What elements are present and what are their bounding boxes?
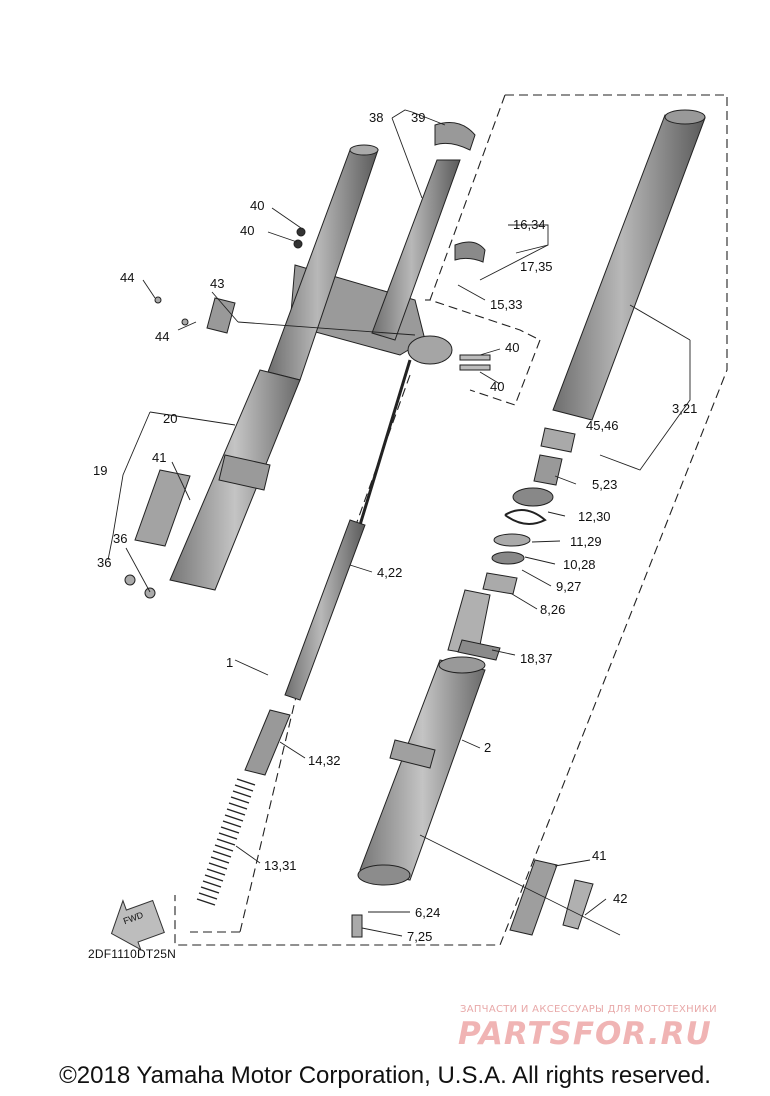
callout-20: 20 xyxy=(163,411,178,426)
callout-40: 40 xyxy=(490,379,505,394)
callout-44: 44 xyxy=(120,270,135,285)
inner-tube-body-part xyxy=(357,656,486,886)
callout-36: 36 xyxy=(113,531,128,546)
seal-parts xyxy=(447,427,576,661)
callout-39: 39 xyxy=(411,110,426,125)
callout-10-28: 10,28 xyxy=(563,557,596,572)
callout-5-23: 5,23 xyxy=(592,477,618,492)
callout-45-46: 45,46 xyxy=(586,418,619,433)
callout-41: 41 xyxy=(592,848,607,863)
watermark-tagline: ЗАПЧАСТИ И АКСЕССУАРЫ ДЛЯ МОТОТЕХНИКИ xyxy=(460,1004,717,1015)
callout-43: 43 xyxy=(210,276,225,291)
callout-9-27: 9,27 xyxy=(556,579,582,594)
callout-11-29: 11,29 xyxy=(570,534,602,549)
callout-3-21: 3,21 xyxy=(672,401,698,416)
callout-16-34: 16,34 xyxy=(513,217,546,232)
callout-41: 41 xyxy=(152,450,167,465)
callout-44: 44 xyxy=(155,329,170,344)
callout-6-24: 6,24 xyxy=(415,905,441,920)
outer-tube-part xyxy=(552,109,706,421)
callout-14-32: 14,32 xyxy=(308,753,341,768)
callout-40: 40 xyxy=(250,198,265,213)
callout-15-33: 15,33 xyxy=(490,297,523,312)
callout-42: 42 xyxy=(613,891,628,906)
fork-spring-part xyxy=(196,778,256,906)
leader-lines xyxy=(107,109,691,937)
callout-17-35: 17,35 xyxy=(520,259,553,274)
callout-13-31: 13,31 xyxy=(264,858,297,873)
diagram-code: 2DF1110DT25N xyxy=(88,947,176,961)
copyright-notice: ©2018 Yamaha Motor Corporation, U.S.A. A… xyxy=(59,1062,711,1089)
callout-19: 19 xyxy=(93,463,108,478)
callout-4-22: 4,22 xyxy=(377,565,403,580)
callout-40: 40 xyxy=(505,340,520,355)
bottom-bolts xyxy=(124,296,363,938)
watermark-logo: PARTSFOR.RU xyxy=(458,1016,712,1052)
damper-rod-part xyxy=(244,359,412,776)
callout-8-26: 8,26 xyxy=(540,602,566,617)
callout-36: 36 xyxy=(97,555,112,570)
callout-2: 2 xyxy=(484,740,492,755)
callout-18-37: 18,37 xyxy=(520,651,553,666)
left-fork-part xyxy=(134,144,461,591)
callout-40: 40 xyxy=(240,223,255,238)
callout-1: 1 xyxy=(226,655,234,670)
front-fork-exploded-diagram xyxy=(107,94,728,951)
fwd-arrow-icon xyxy=(110,899,165,951)
lower-guard-part xyxy=(419,834,621,936)
callout-7-25: 7,25 xyxy=(407,929,433,944)
callout-38: 38 xyxy=(369,110,384,125)
callout-12-30: 12,30 xyxy=(578,509,611,524)
